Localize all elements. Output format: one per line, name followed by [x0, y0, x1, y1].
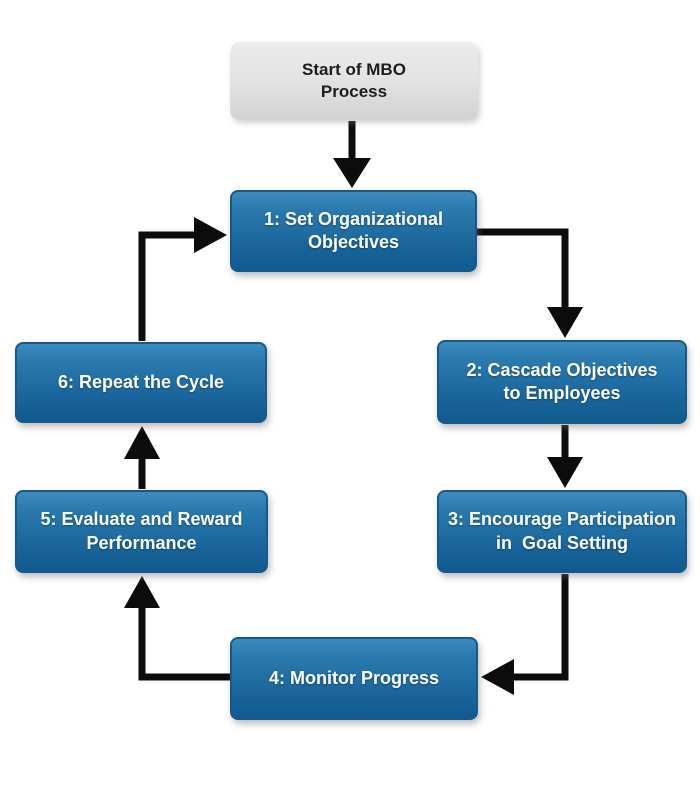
- arrow-step3-to-step4: [481, 574, 569, 695]
- node-step5-evaluate-and-reward-performance: 5: Evaluate and Reward Performance: [15, 490, 268, 573]
- arrow-step1-to-step2: [477, 228, 583, 338]
- node-step6-repeat-the-cycle: 6: Repeat the Cycle: [15, 342, 267, 423]
- node-step3-encourage-participation-in-goal-setting: 3: Encourage Participation in Goal Setti…: [437, 490, 687, 573]
- arrow-step2-to-step3: [547, 425, 583, 488]
- node-step2-cascade-objectives-to-employees: 2: Cascade Objectives to Employees: [437, 340, 687, 424]
- node-step4-monitor-progress: 4: Monitor Progress: [230, 637, 478, 720]
- node-step1-set-organizational-objectives: 1: Set Organizational Objectives: [230, 190, 477, 272]
- arrow-step4-to-step5: [124, 576, 231, 681]
- node-start-of-mbo-process: Start of MBO Process: [230, 42, 478, 120]
- arrow-start-to-step1: [333, 121, 371, 188]
- arrow-step5-to-step6: [124, 426, 160, 489]
- arrow-step6-to-step1: [138, 217, 227, 341]
